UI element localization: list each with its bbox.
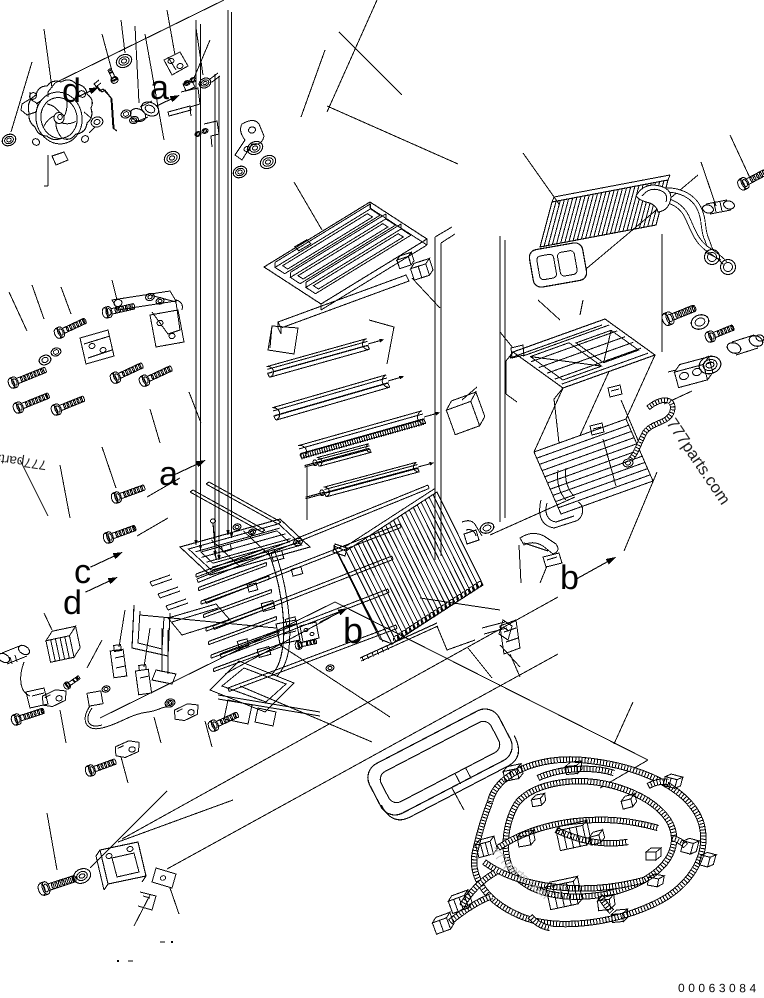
svg-text:d: d: [63, 584, 82, 622]
svg-text:b: b: [343, 610, 363, 651]
svg-text:0 0 0 6 3 0 8 4: 0 0 0 6 3 0 8 4: [678, 981, 757, 993]
svg-text:c: c: [74, 553, 91, 591]
svg-text:a: a: [150, 69, 169, 107]
svg-text:b: b: [560, 559, 579, 597]
svg-text:a: a: [159, 455, 178, 493]
